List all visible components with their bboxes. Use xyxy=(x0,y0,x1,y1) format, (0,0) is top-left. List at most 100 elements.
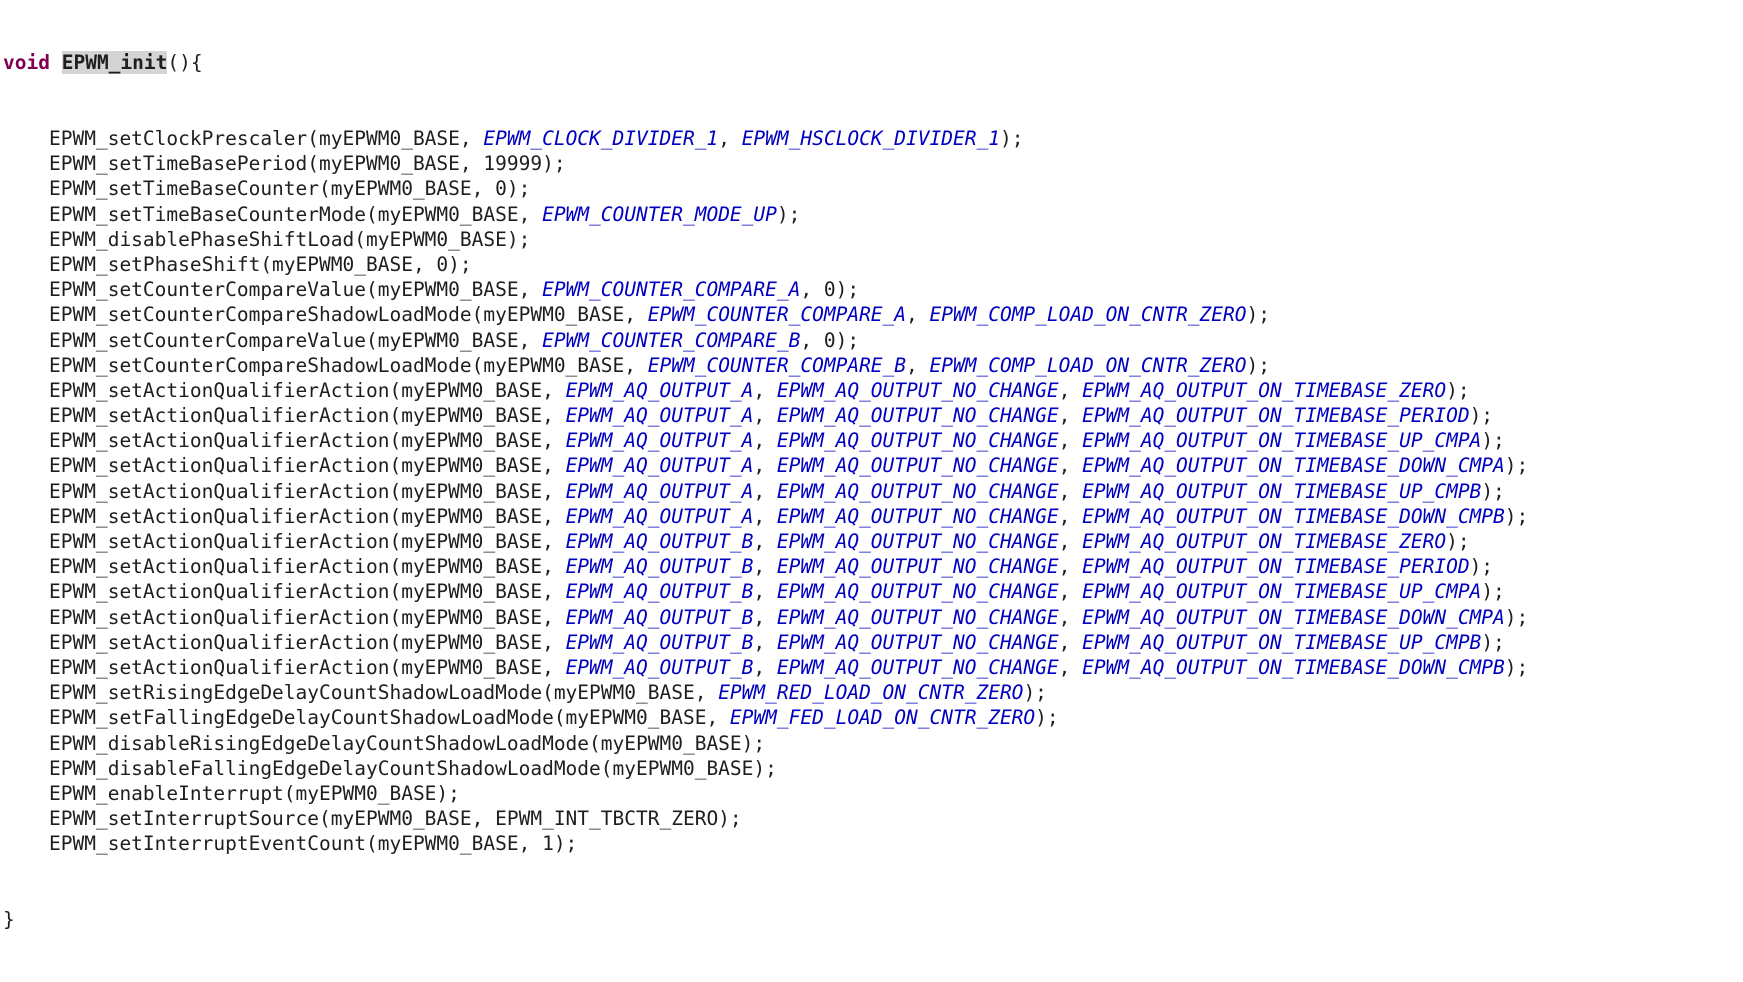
code-line[interactable]: EPWM_setCounterCompareShadowLoadMode(myE… xyxy=(3,302,1528,327)
code-token: EPWM_setActionQualifierAction(myEPWM0_BA… xyxy=(49,580,566,604)
code-token: ); xyxy=(1035,706,1059,730)
code-line[interactable]: EPWM_setTimeBasePeriod(myEPWM0_BASE, 199… xyxy=(3,151,1528,176)
code-token: EPWM_setActionQualifierAction(myEPWM0_BA… xyxy=(49,630,566,654)
code-token: EPWM_disableRisingEdgeDelayCountShadowLo… xyxy=(49,731,766,755)
code-line[interactable]: EPWM_disableRisingEdgeDelayCountShadowLo… xyxy=(3,731,1528,756)
code-line[interactable]: EPWM_setCounterCompareShadowLoadMode(myE… xyxy=(3,353,1528,378)
code-token: EPWM_setActionQualifierAction(myEPWM0_BA… xyxy=(49,404,566,428)
closing-brace: } xyxy=(3,907,15,931)
code-token: , xyxy=(753,530,777,553)
code-line[interactable]: EPWM_setPhaseShift(myEPWM0_BASE, 0); xyxy=(3,252,1528,277)
code-token: , xyxy=(1058,479,1083,503)
code-line[interactable]: EPWM_setActionQualifierAction(myEPWM0_BA… xyxy=(3,403,1528,428)
code-token: EPWM_setActionQualifierAction(myEPWM0_BA… xyxy=(49,555,566,579)
constant-token: EPWM_AQ_OUTPUT_ON_TIMEBASE_DOWN_CMPB xyxy=(1082,655,1505,679)
code-token: ); xyxy=(1023,681,1047,705)
code-token: EPWM_setTimeBasePeriod(myEPWM0_BASE, 199… xyxy=(49,152,566,176)
constant-token: EPWM_AQ_OUTPUT_B xyxy=(565,555,754,579)
constant-token: EPWM_COUNTER_MODE_UP xyxy=(542,202,777,226)
constant-token: EPWM_AQ_OUTPUT_NO_CHANGE xyxy=(776,429,1059,453)
code-line[interactable]: EPWM_disablePhaseShiftLoad(myEPWM0_BASE)… xyxy=(3,227,1528,252)
code-token: , xyxy=(753,429,777,453)
code-line[interactable]: EPWM_setInterruptSource(myEPWM0_BASE, EP… xyxy=(3,806,1528,831)
code-token: , xyxy=(1058,504,1083,528)
code-line[interactable]: EPWM_enableInterrupt(myEPWM0_BASE); xyxy=(3,781,1528,806)
code-line[interactable]: EPWM_setActionQualifierAction(myEPWM0_BA… xyxy=(3,630,1528,655)
constant-token: EPWM_AQ_OUTPUT_A xyxy=(565,454,754,478)
constant-token: EPWM_AQ_OUTPUT_A xyxy=(565,429,754,453)
constant-token: EPWM_AQ_OUTPUT_NO_CHANGE xyxy=(776,479,1059,503)
code-line[interactable]: EPWM_setActionQualifierAction(myEPWM0_BA… xyxy=(3,579,1528,604)
constant-token: EPWM_AQ_OUTPUT_B xyxy=(565,530,754,553)
constant-token: EPWM_AQ_OUTPUT_NO_CHANGE xyxy=(776,504,1059,528)
code-token: ); xyxy=(1246,303,1270,327)
code-token: , xyxy=(1058,530,1083,553)
code-token: , xyxy=(1058,404,1083,428)
code-line[interactable]: EPWM_setRisingEdgeDelayCountShadowLoadMo… xyxy=(3,680,1528,705)
code-token: ); xyxy=(1504,655,1529,679)
code-token: ); xyxy=(776,202,801,226)
constant-token: EPWM_AQ_OUTPUT_B xyxy=(565,605,754,629)
code-line[interactable]: EPWM_setActionQualifierAction(myEPWM0_BA… xyxy=(3,428,1528,453)
constant-token: EPWM_AQ_OUTPUT_NO_CHANGE xyxy=(776,454,1059,478)
code-line[interactable]: EPWM_setActionQualifierAction(myEPWM0_BA… xyxy=(3,453,1528,478)
function-name[interactable]: EPWM_init xyxy=(61,51,168,75)
function-header-line[interactable]: void EPWM_init(){ xyxy=(3,50,1528,75)
code-token: , xyxy=(753,655,777,679)
code-line[interactable]: EPWM_setFallingEdgeDelayCountShadowLoadM… xyxy=(3,705,1528,730)
code-token: EPWM_setCounterCompareShadowLoadMode(myE… xyxy=(49,353,648,377)
function-closing-line[interactable]: } xyxy=(3,907,1528,932)
code-line[interactable]: EPWM_setActionQualifierAction(myEPWM0_BA… xyxy=(3,554,1528,579)
constant-token: EPWM_AQ_OUTPUT_A xyxy=(565,479,754,503)
code-token: , xyxy=(753,580,777,604)
code-token: , xyxy=(753,630,777,654)
code-line[interactable]: EPWM_setActionQualifierAction(myEPWM0_BA… xyxy=(3,529,1528,554)
code-line[interactable]: EPWM_setCounterCompareValue(myEPWM0_BASE… xyxy=(3,277,1528,302)
code-line[interactable]: EPWM_setCounterCompareValue(myEPWM0_BASE… xyxy=(3,328,1528,353)
code-line[interactable]: EPWM_setActionQualifierAction(myEPWM0_BA… xyxy=(3,504,1528,529)
code-editor[interactable]: void EPWM_init(){ EPWM_setClockPrescaler… xyxy=(0,0,1743,931)
code-token: EPWM_setActionQualifierAction(myEPWM0_BA… xyxy=(49,378,566,402)
code-line[interactable]: EPWM_setActionQualifierAction(myEPWM0_BA… xyxy=(3,479,1528,504)
code-line[interactable]: EPWM_setActionQualifierAction(myEPWM0_BA… xyxy=(3,605,1528,630)
constant-token: EPWM_COUNTER_COMPARE_A xyxy=(542,278,801,302)
code-line[interactable]: EPWM_setActionQualifierAction(myEPWM0_BA… xyxy=(3,378,1528,403)
code-token: ); xyxy=(1481,429,1505,453)
code-token: , xyxy=(753,479,777,503)
constant-token: EPWM_AQ_OUTPUT_NO_CHANGE xyxy=(776,555,1059,579)
code-token: , xyxy=(1058,605,1083,629)
constant-token: EPWM_RED_LOAD_ON_CNTR_ZERO xyxy=(718,681,1024,705)
constant-token: EPWM_AQ_OUTPUT_NO_CHANGE xyxy=(776,630,1059,654)
code-token: , xyxy=(1058,630,1083,654)
code-line[interactable]: EPWM_setActionQualifierAction(myEPWM0_BA… xyxy=(3,655,1528,680)
code-token: , xyxy=(1058,555,1083,579)
code-token: EPWM_setCounterCompareValue(myEPWM0_BASE… xyxy=(49,278,543,302)
code-line[interactable]: EPWM_setInterruptEventCount(myEPWM0_BASE… xyxy=(3,831,1528,856)
code-token: ); xyxy=(1481,580,1505,604)
code-token: EPWM_disablePhaseShiftLoad(myEPWM0_BASE)… xyxy=(49,227,531,251)
constant-token: EPWM_AQ_OUTPUT_NO_CHANGE xyxy=(776,605,1059,629)
constant-token: EPWM_AQ_OUTPUT_ON_TIMEBASE_PERIOD xyxy=(1082,404,1470,428)
code-line[interactable]: EPWM_setTimeBaseCounterMode(myEPWM0_BASE… xyxy=(3,202,1528,227)
constant-token: EPWM_AQ_OUTPUT_NO_CHANGE xyxy=(776,580,1059,604)
constant-token: EPWM_AQ_OUTPUT_ON_TIMEBASE_UP_CMPB xyxy=(1082,630,1482,654)
code-token: , xyxy=(906,353,930,377)
code-line[interactable]: EPWM_setTimeBaseCounter(myEPWM0_BASE, 0)… xyxy=(3,176,1528,201)
constant-token: EPWM_AQ_OUTPUT_B xyxy=(565,630,754,654)
code-token: , xyxy=(1058,655,1083,679)
code-line[interactable]: EPWM_disableFallingEdgeDelayCountShadowL… xyxy=(3,756,1528,781)
constant-token: EPWM_AQ_OUTPUT_ON_TIMEBASE_ZERO xyxy=(1082,530,1447,553)
code-token: EPWM_setRisingEdgeDelayCountShadowLoadMo… xyxy=(49,681,719,705)
code-line[interactable]: EPWM_setClockPrescaler(myEPWM0_BASE, EPW… xyxy=(3,126,1528,151)
constant-token: EPWM_AQ_OUTPUT_A xyxy=(565,404,754,428)
code-token: , xyxy=(1058,429,1083,453)
code-token: , xyxy=(1058,580,1083,604)
code-token: ); xyxy=(1469,404,1494,428)
code-token: EPWM_setInterruptSource(myEPWM0_BASE, EP… xyxy=(49,807,742,831)
code-token: ); xyxy=(999,127,1024,150)
constant-token: EPWM_AQ_OUTPUT_A xyxy=(565,504,754,528)
code-token: ); xyxy=(1246,353,1270,377)
code-token: EPWM_setActionQualifierAction(myEPWM0_BA… xyxy=(49,605,566,629)
code-text-area[interactable]: void EPWM_init(){ EPWM_setClockPrescaler… xyxy=(3,0,1528,982)
code-token: ); xyxy=(1481,479,1505,503)
